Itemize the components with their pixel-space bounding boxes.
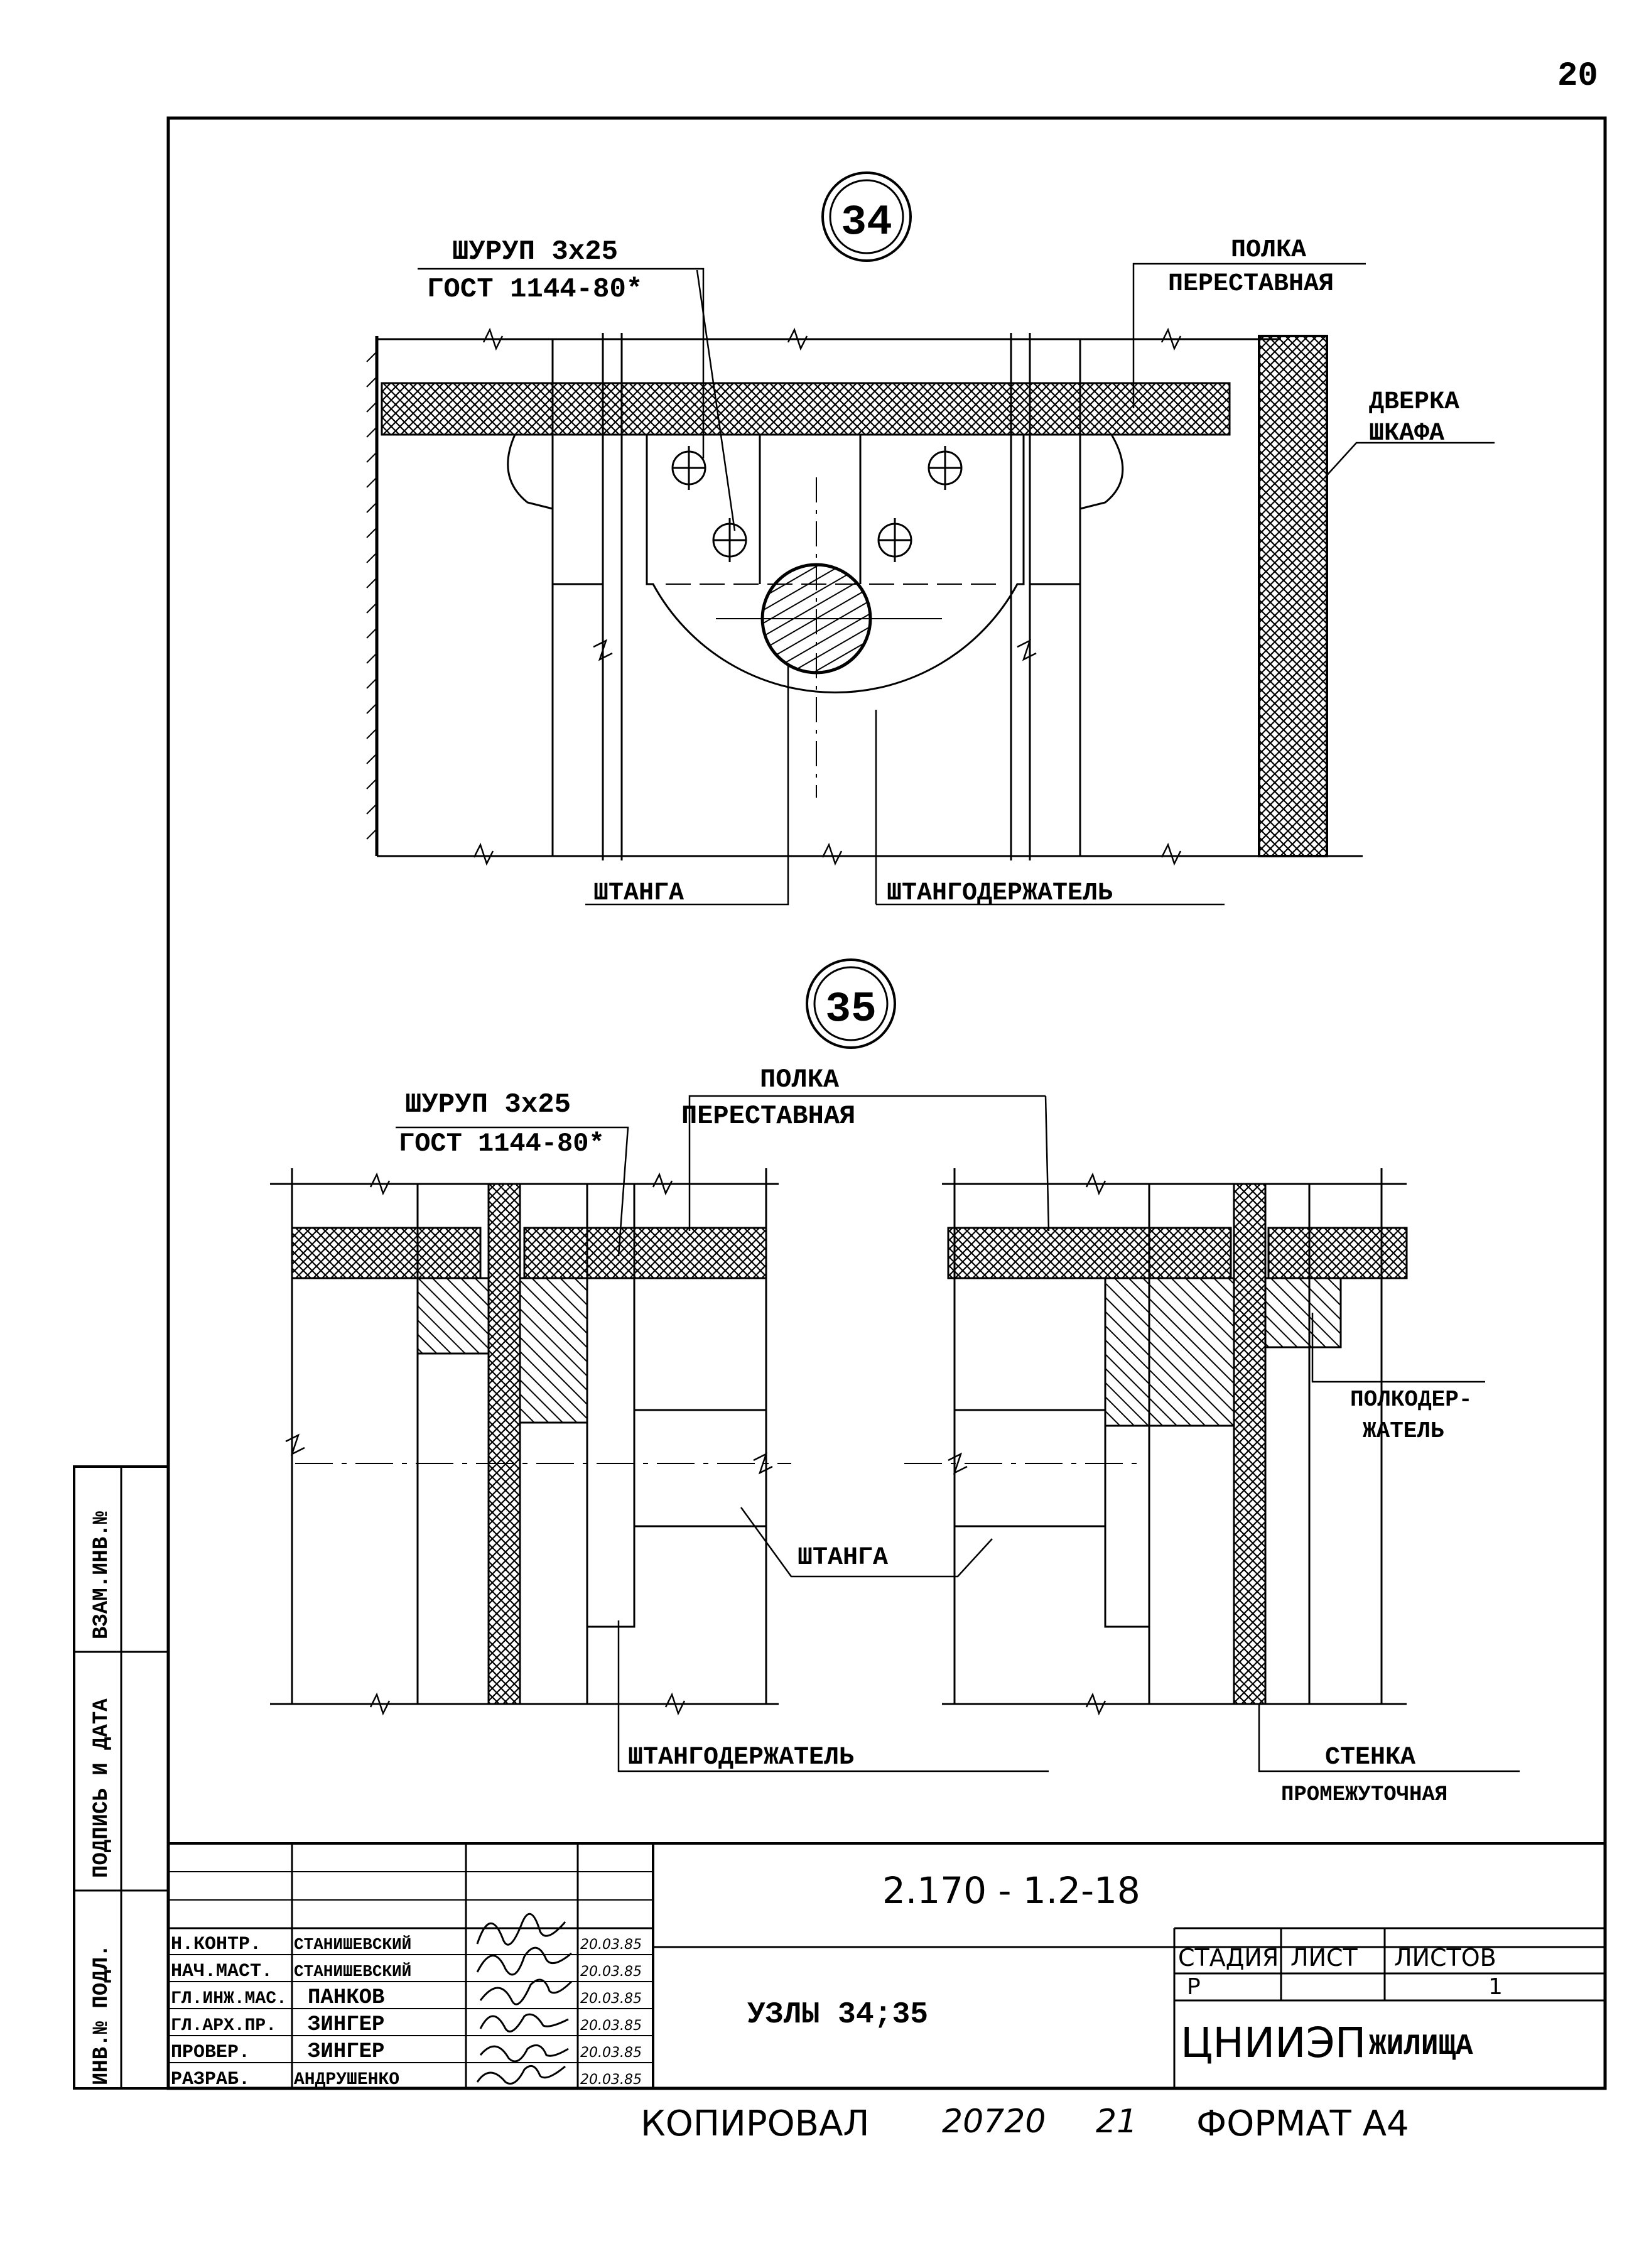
svg-text:20.03.85: 20.03.85 [580,1991,642,2007]
svg-text:ЗИНГЕР: ЗИНГЕР [308,2040,384,2064]
partition-35-left [487,1183,521,1705]
signature-row: ГЛ.ИНЖ.МАС. ПАНКОВ 20.03.85 [171,1986,642,2010]
title-block: 2.170 - 1.2-18 УЗЛЫ 34;35 СТАДИЯ ЛИСТ ЛИ… [168,1842,1605,2090]
screw-label-35: ШУРУП 3х25 [405,1089,571,1120]
shelf-label-35a: ПОЛКА [760,1065,840,1095]
wall-label-35a: СТЕНКА [1325,1744,1415,1772]
svg-text:20.03.85: 20.03.85 [580,2045,642,2061]
svg-text:20.03.85: 20.03.85 [580,1937,642,1953]
stamp-sign-date: ПОДПИСЬ И ДАТА [90,1698,114,1878]
door-label-34b: ШКАФА [1369,420,1444,448]
partition-35-right [1233,1183,1267,1705]
svg-text:Н.КОНТР.: Н.КОНТР. [171,1934,261,1955]
holder-label-34: ШТАНГОДЕРЖАТЕЛЬ [887,879,1113,908]
signature-row: ГЛ.АРХ.ПР. ЗИНГЕР 20.03.85 [171,2013,642,2037]
detail-34: 34 [366,171,1495,908]
sheets-value: 1 [1488,1974,1503,2000]
svg-text:20.03.85: 20.03.85 [580,2072,642,2088]
page-number: 20 [1557,57,1598,95]
screw-label-34: ШУРУП 3х25 [452,236,618,268]
rod-holder-34 [646,435,1025,693]
detail-35: 35 [270,958,1520,1807]
sheet-header: ЛИСТ [1290,1944,1358,1972]
svg-text:20.03.85: 20.03.85 [580,1964,642,1980]
cabinet-door-34 [1258,335,1328,857]
stage-value: Р [1187,1974,1201,2000]
node-35-circle-inner [813,966,889,1041]
node-35-number: 35 [825,985,877,1034]
org-name-1: ЦНИИЭП [1181,2019,1366,2067]
svg-text:СТАНИШЕВСКИЙ: СТАНИШЕВСКИЙ [294,1935,411,1954]
stamp-replace-inv: ВЗАМ.ИНВ.№ [90,1511,114,1639]
screw-gost-34: ГОСТ 1144-80* [427,274,642,305]
svg-text:ГЛ.АРХ.ПР.: ГЛ.АРХ.ПР. [171,2016,276,2036]
side-stamp: ИНВ.№ ПОДЛ. ПОДПИСЬ И ДАТА ВЗАМ.ИНВ.№ [73,1465,170,2090]
holder-label-35: ШТАНГОДЕРЖАТЕЛЬ [628,1744,854,1772]
svg-text:ЗИНГЕР: ЗИНГЕР [308,2013,384,2037]
shelf-label-34b: ПЕРЕСТАВНАЯ [1168,270,1334,298]
sheets-header: ЛИСТОВ [1394,1944,1496,1972]
rod-label-35: ШТАНГА [798,1544,888,1572]
footer-format: ФОРМАТ А4 [1196,2103,1409,2144]
stamp-inv-num: ИНВ.№ ПОДЛ. [90,1945,114,2085]
shelf-label-35b: ПЕРЕСТАВНАЯ [681,1101,855,1131]
signature-row: Н.КОНТР. СТАНИШЕВСКИЙ 20.03.85 [171,1934,642,1955]
footer: КОПИРОВАЛ 20720 21 ФОРМАТ А4 [641,2103,1409,2144]
signature-row: ПРОВЕР. ЗИНГЕР 20.03.85 [171,2040,642,2064]
svg-text:НАЧ.МАСТ.: НАЧ.МАСТ. [171,1961,273,1982]
signature-row: НАЧ.МАСТ. СТАНИШЕВСКИЙ 20.03.85 [171,1961,642,1982]
svg-text:СТАНИШЕВСКИЙ: СТАНИШЕВСКИЙ [294,1962,411,1981]
support-label-35a: ПОЛКОДЕР- [1350,1387,1472,1413]
screw-gost-35: ГОСТ 1144-80* [399,1129,605,1159]
node-34-circle-outer [821,171,912,262]
footer-num: 21 [1096,2103,1137,2140]
node-35-circle-outer [806,958,896,1049]
door-label-34a: ДВЕРКА [1369,388,1459,416]
svg-text:ГЛ.ИНЖ.МАС.: ГЛ.ИНЖ.МАС. [171,1989,287,2009]
svg-text:ПРОВЕР.: ПРОВЕР. [171,2042,250,2063]
footer-order: 20720 [942,2103,1046,2140]
signatures [476,1913,573,2085]
support-label-35b: ЖАТЕЛЬ [1363,1418,1444,1444]
doc-title: УЗЛЫ 34;35 [747,1998,928,2032]
footer-copied: КОПИРОВАЛ [641,2103,870,2144]
shelf-34 [381,382,1231,436]
rod-label-34: ШТАНГА [593,879,684,908]
doc-code: 2.170 - 1.2-18 [882,1869,1140,1912]
svg-text:АНДРУШЕНКО: АНДРУШЕНКО [294,2070,399,2090]
node-34-number: 34 [841,198,892,247]
sheet-frame [166,116,1607,2090]
svg-text:ПАНКОВ: ПАНКОВ [308,1986,384,2010]
svg-text:РАЗРАБ.: РАЗРАБ. [171,2069,250,2090]
wall-label-35b: ПРОМЕЖУТОЧНАЯ [1281,1783,1447,1807]
node-34-circle-inner [829,179,904,254]
stage-header: СТАДИЯ [1178,1944,1279,1972]
shelf-label-34a: ПОЛКА [1231,236,1306,264]
signature-row: РАЗРАБ. АНДРУШЕНКО 20.03.85 [171,2069,642,2090]
org-name-2: ЖИЛИЩА [1369,2030,1473,2063]
svg-text:20.03.85: 20.03.85 [580,2018,642,2034]
